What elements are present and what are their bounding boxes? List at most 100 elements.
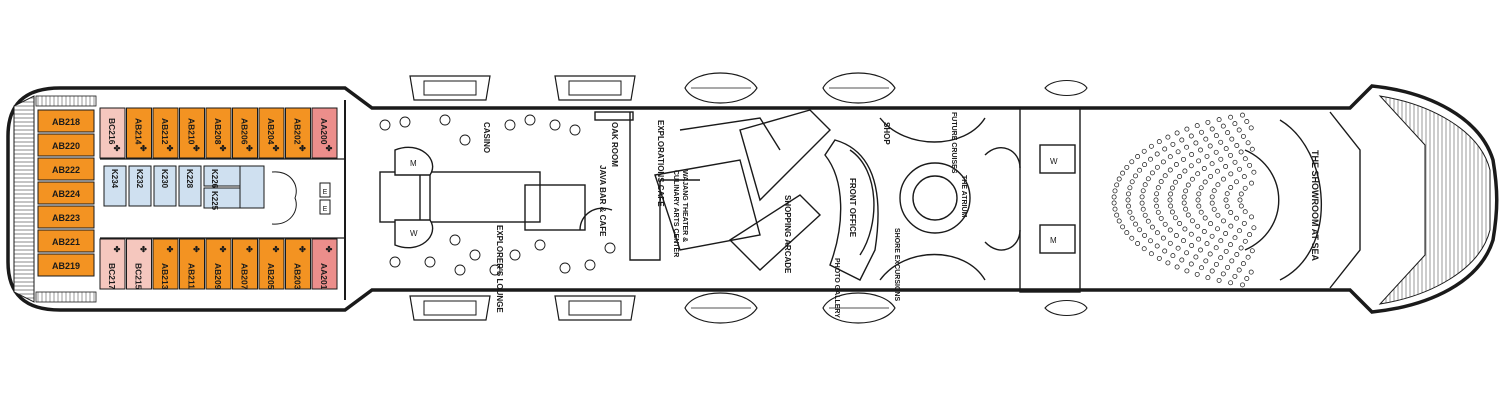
- seat-icon: [1189, 218, 1195, 224]
- seat-icon: [1228, 280, 1234, 286]
- cabin-label: AB207: [240, 263, 250, 290]
- cabin-ab206[interactable]: AB206✤: [232, 107, 258, 159]
- seat-icon: [1126, 191, 1131, 197]
- seat-icon: [1167, 154, 1173, 160]
- venue-front-office: FRONT OFFICE: [848, 178, 857, 238]
- seat-icon: [1114, 212, 1120, 218]
- seat-icon: [1196, 158, 1202, 164]
- venue-casino: CASINO: [482, 122, 491, 153]
- cabin-ab220[interactable]: AB220: [37, 133, 95, 157]
- seat-icon: [1198, 185, 1204, 191]
- seat-icon: [1218, 139, 1224, 145]
- seat-icon: [1167, 197, 1173, 203]
- cabin-k232[interactable]: K232: [128, 165, 152, 207]
- seat-icon: [1189, 152, 1195, 157]
- seat-icon: [1218, 156, 1224, 162]
- seat-icon: [1228, 223, 1234, 229]
- cabin-ab212[interactable]: AB212✤: [152, 107, 179, 159]
- seat-icon: [1223, 197, 1229, 203]
- cabin-ab205[interactable]: AB205✤: [258, 238, 285, 290]
- seat-icon: [1124, 164, 1130, 170]
- cabin-ab209[interactable]: AB209✤: [205, 238, 232, 290]
- cabin-ab224[interactable]: AB224: [37, 181, 95, 205]
- bed-icon: ✤: [246, 144, 253, 153]
- seat-icon: [1172, 215, 1178, 221]
- cabin-k225[interactable]: K225: [203, 187, 241, 211]
- seat-icon: [1116, 176, 1122, 182]
- seat-icon: [1195, 171, 1201, 177]
- cabin-aa200[interactable]: AA200✤: [311, 107, 338, 159]
- cabin-ab214[interactable]: AB214✤: [126, 107, 152, 159]
- cabin-ab213[interactable]: AB213✤: [152, 238, 179, 290]
- cabin-k228[interactable]: K228: [178, 165, 202, 207]
- seat-icon: [1127, 185, 1133, 191]
- cabin-ab219[interactable]: AB219: [37, 253, 95, 277]
- seat-icon: [1232, 159, 1238, 165]
- seat-icon: [1228, 171, 1234, 177]
- seat-icon: [1193, 254, 1199, 260]
- venue-showroom: THE SHOWROOM AT SEA: [1310, 150, 1320, 261]
- cabin-label: AB214: [134, 118, 144, 145]
- seat-icon: [1148, 251, 1154, 257]
- seat-icon: [1162, 248, 1168, 254]
- seat-icon: [1213, 261, 1219, 267]
- cabin-label: K225: [210, 191, 219, 211]
- venue-shore-excursions: SHORE EXCURSIONS: [893, 228, 900, 301]
- cabin-ab221[interactable]: AB221: [37, 229, 95, 253]
- cabin-label: AB210: [187, 118, 197, 145]
- cabin-ab218[interactable]: AB218: [37, 109, 95, 133]
- seat-icon: [1142, 182, 1148, 188]
- venue-shopping-arcade: SHOPPING ARCADE: [783, 195, 792, 274]
- seat-icon: [1220, 123, 1226, 129]
- cabin-ab223[interactable]: AB223: [37, 205, 95, 229]
- cabin-k230[interactable]: K230: [153, 165, 177, 207]
- cabin-bc216[interactable]: BC216✤: [99, 107, 126, 159]
- seat-icon: [1247, 162, 1253, 168]
- cabin-label: AB206: [240, 118, 250, 145]
- lifeboat-icon: [1044, 299, 1088, 317]
- seat-icon: [1196, 191, 1202, 197]
- seat-icon: [1228, 114, 1234, 120]
- cabin-bc215[interactable]: BC215✤: [126, 238, 152, 290]
- cabin-ab208[interactable]: AB208✤: [205, 107, 232, 159]
- seat-icon: [1137, 167, 1143, 173]
- cabin-ab207[interactable]: AB207✤: [232, 238, 258, 290]
- seat-icon: [1181, 156, 1186, 162]
- cabin-ab202[interactable]: AB202✤: [285, 107, 311, 159]
- seat-icon: [1209, 194, 1215, 200]
- seat-icon: [1238, 203, 1244, 209]
- seat-icon: [1248, 125, 1254, 131]
- cabin-label: AB208: [213, 118, 223, 145]
- cabin-ab222[interactable]: AB222: [37, 157, 95, 181]
- cabin-aa201[interactable]: AA201✤: [311, 238, 338, 290]
- cabin-ab210[interactable]: AB210✤: [179, 107, 205, 159]
- seat-icon: [1223, 146, 1229, 152]
- seat-icon: [1209, 200, 1215, 206]
- seat-icon: [1170, 253, 1176, 259]
- venue-photo-gallery: PHOTO GALLERY: [833, 258, 840, 318]
- elevator-icon: E: [323, 189, 328, 196]
- cabin-ab204[interactable]: AB204✤: [258, 107, 285, 159]
- seat-icon: [1215, 182, 1221, 188]
- cabin-label: AA201: [319, 263, 329, 290]
- seat-icon: [1149, 224, 1155, 230]
- seat-icon: [1179, 257, 1185, 263]
- table-icon: [549, 119, 561, 131]
- table-icon: [439, 114, 451, 126]
- table-icon: [524, 114, 536, 126]
- bed-icon: ✤: [140, 144, 147, 153]
- seat-icon: [1224, 203, 1230, 209]
- seat-icon: [1185, 212, 1191, 218]
- cabins-row-top: BC216✤AB214✤AB212✤AB210✤AB208✤AB206✤AB20…: [99, 107, 338, 159]
- cabin-ab211[interactable]: AB211✤: [179, 238, 205, 290]
- cabin-bc217[interactable]: BC217✤: [99, 238, 126, 290]
- seat-icon: [1220, 271, 1226, 277]
- cabin-k234[interactable]: K234: [103, 165, 127, 207]
- cabin-ab203[interactable]: AB203✤: [285, 238, 311, 290]
- cabin-k226[interactable]: K226: [203, 165, 241, 189]
- bed-icon: ✤: [299, 144, 306, 153]
- seat-icon: [1145, 176, 1151, 182]
- seat-icon: [1111, 194, 1117, 200]
- lifeboat-icon: [409, 75, 491, 101]
- seat-icon: [1181, 238, 1186, 244]
